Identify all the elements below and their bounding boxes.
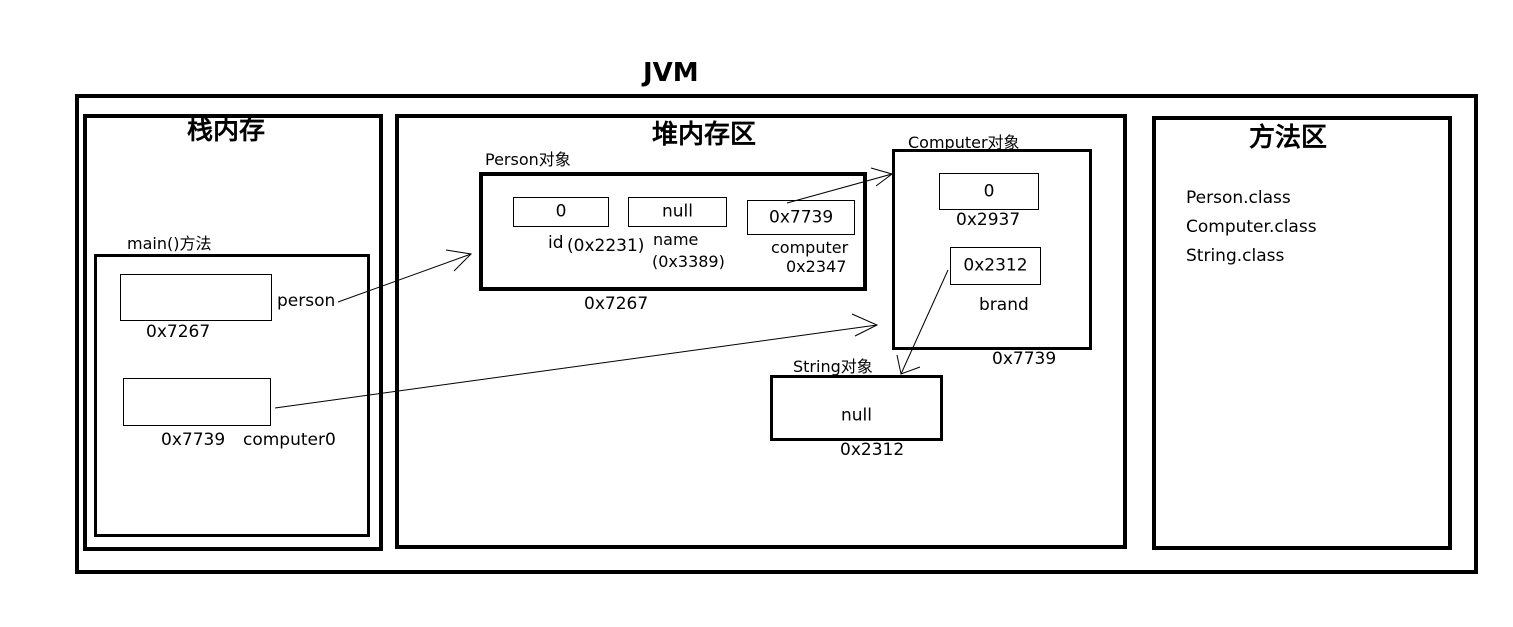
computer-brand-name: brand: [979, 295, 1029, 315]
method-area-class-item: String.class: [1186, 246, 1285, 266]
person-variable-name: person: [277, 291, 336, 311]
main-frame-label: main()方法: [127, 234, 212, 253]
person-id-field: 0: [513, 197, 609, 227]
computer-field1-address: 0x2937: [956, 210, 1021, 230]
computer-object: [892, 149, 1092, 350]
string-object-value: null: [841, 405, 872, 426]
person-computer-field: 0x7739: [747, 200, 855, 235]
person-object-address: 0x7267: [584, 294, 649, 314]
string-object-label: String对象: [793, 357, 873, 376]
computer-brand-value: 0x2312: [963, 255, 1028, 276]
method-area-class-item: Person.class: [1186, 188, 1291, 208]
person-name-value: null: [662, 201, 693, 222]
person-object: [479, 172, 867, 291]
person-variable-address: 0x7267: [146, 322, 211, 342]
person-computer-name: computer: [771, 238, 849, 257]
method-area-class-item: Computer.class: [1186, 217, 1317, 237]
jvm-container: [75, 94, 1478, 574]
method-area-region: [1152, 116, 1452, 550]
person-id-address: (0x2231): [567, 236, 645, 256]
person-name-name: name: [653, 230, 699, 249]
computer-field1-value: 0: [983, 181, 995, 201]
person-id-name: id: [548, 233, 564, 253]
computer0-variable-slot: [123, 378, 271, 426]
person-name-address: (0x3389): [652, 252, 725, 271]
string-object: null: [770, 375, 943, 441]
computer-object-address: 0x7739: [992, 349, 1057, 369]
stack-memory-title: 栈内存: [187, 116, 266, 146]
computer-brand-field: 0x2312: [950, 247, 1041, 285]
person-name-field: null: [628, 197, 727, 227]
computer0-variable-address: 0x7739: [161, 430, 226, 450]
string-object-address: 0x2312: [840, 440, 905, 460]
person-computer-value: 0x7739: [769, 207, 834, 227]
person-object-label: Person对象: [485, 150, 571, 169]
heap-memory-title: 堆内存区: [652, 120, 757, 150]
person-id-value: 0: [555, 201, 567, 222]
person-variable-slot: [120, 274, 272, 321]
jvm-title: JVM: [643, 58, 699, 88]
computer-object-label: Computer对象: [908, 133, 1020, 152]
person-computer-address: 0x2347: [786, 257, 847, 276]
computer-field1: 0: [939, 173, 1039, 210]
method-area-title: 方法区: [1249, 123, 1328, 153]
computer0-variable-name: computer0: [243, 430, 336, 450]
